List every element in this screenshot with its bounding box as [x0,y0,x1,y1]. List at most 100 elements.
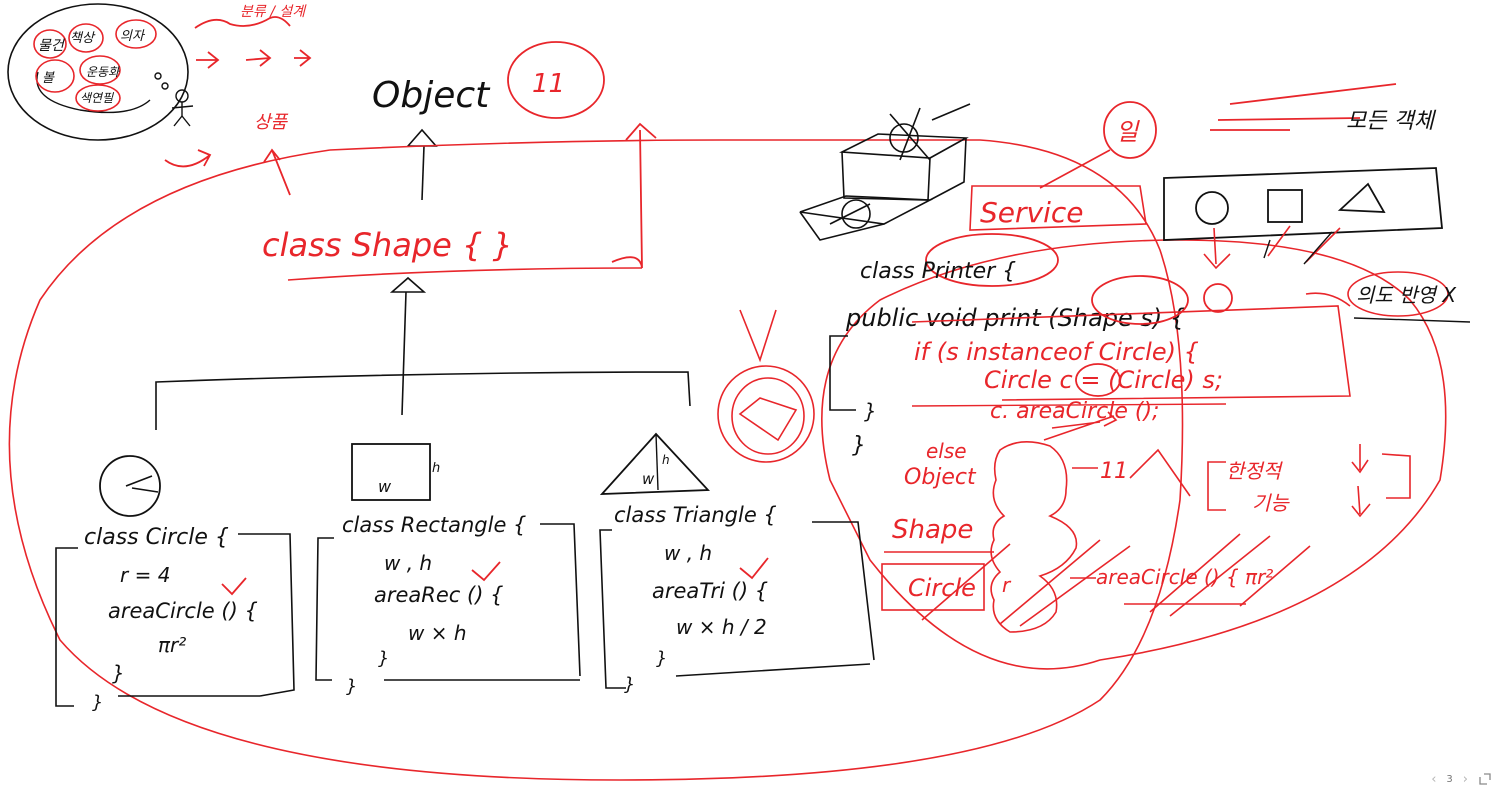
rect-w-label: w [378,477,392,496]
mem-circle-label: Circle [908,574,976,602]
mem-strike-lines [921,533,1311,627]
cast-line-label: Circle c = (Circle) s; [984,366,1223,394]
rect-formula-label: w × h [408,621,467,645]
rect-class-label: class Rectangle { [342,513,526,537]
method-close-label: } [852,433,866,458]
tri-class-label: class Triangle { [614,503,777,527]
memory-stack-shape [990,441,1078,633]
printer-class-label: class Printer { [860,259,1016,284]
printer-loop [821,239,1447,670]
rect-area-label: areaRec () { [374,583,503,607]
rect-check-mark [471,561,501,582]
circle-formula-label: πr² [158,633,186,657]
circle-r-label: r = 4 [120,563,170,587]
shape-up-arrow [611,122,657,269]
all-objects-strike [1210,83,1397,131]
shape-inherit-line [401,291,407,416]
class-instance-note: 분류 / 설계 [240,4,307,20]
rect-close-inner: } [378,648,389,669]
circle-class-bracket [55,533,295,707]
mem-eq-label: 11 [1100,459,1128,484]
rect-h-label: h [432,461,440,476]
if-line-label: if (s instanceof Circle) { [914,338,1199,366]
next-page-button[interactable]: › [1462,771,1468,787]
work-circle-mark [1103,101,1157,159]
circle-mark-4 [35,59,75,93]
tri-formula-label: w × h / 2 [676,615,767,639]
method-bracket [829,335,856,411]
circle-mark-1 [33,29,67,59]
circle-radius-mark [125,475,159,493]
work-pointer [1039,149,1111,189]
inner-bubble [36,71,151,114]
intent-underline [1353,317,1471,323]
outer-bubble [7,3,189,141]
shape-param-mark [1091,275,1189,325]
mem-shape-label: Shape [892,515,973,545]
box-square-icon [1267,189,1303,223]
rect-close-outer: } [346,676,357,697]
object-label: Object [372,75,491,116]
if-close-label: } [864,399,877,423]
printer-circle-mark [925,233,1059,287]
note-limited-label: 한정적 [1226,459,1284,483]
tri-h-label: h [662,453,670,467]
page-number: 3 [1446,773,1453,785]
mem-caret [1129,448,1191,497]
circle-close-outer: } [92,692,103,713]
circle-close-inner: } [112,661,125,685]
shape-inherit-arrow [389,276,427,293]
object-inherit-line [421,145,425,201]
service-label: Service [980,196,1083,229]
print-target-outer [717,365,815,463]
circle-check-mark [221,577,247,596]
circle-mark-6 [75,84,121,112]
corner-arrows [164,16,312,196]
shapes-box [1163,167,1443,241]
box-down-arrows [1203,225,1341,270]
circle-shape-icon [99,455,161,517]
tri-area-label: areaTri () { [652,579,768,603]
circle-area-label: areaCircle () { [108,599,258,623]
corner-label-6: 색연필 [80,91,114,105]
note-arrows [1351,444,1371,518]
call-underline [911,403,1227,407]
corner-label-1: 물건 [38,38,65,54]
mem-area-label: areaCircle () { πr² [1096,565,1273,589]
work-label: 일 [1116,118,1140,146]
object-inherit-arrow [406,128,438,147]
circle-mark-5 [79,55,121,85]
prev-page-button[interactable]: ‹ [1431,771,1437,787]
mem-object-label: Object [904,465,977,490]
mem-r-label: r [1002,573,1012,597]
page-navigator: ‹ 3 › [1431,769,1492,789]
print-target-inner [731,377,805,455]
subclass-branch-line [155,371,691,430]
expand-icon[interactable] [1478,772,1492,786]
tri-shape-icon [599,432,710,495]
rect-class-bracket [315,523,581,681]
if-block-outline [911,305,1351,401]
tri-w-label: w [642,470,655,488]
tri-close-inner: } [656,648,667,669]
corner-sketch: 물건 의자 책상 볼 운동화 색연필 [7,3,194,141]
intent-pointer [1305,292,1351,307]
corner-label-4: 볼 [42,71,55,86]
person-icon [154,72,194,127]
note-func-label: 기능 [1252,491,1290,515]
circle-mark-2 [68,23,104,53]
box-circle-icon [1195,191,1229,225]
object-circle-mark [507,41,605,119]
print-target-arrow [739,309,777,363]
call-arrows [1043,411,1118,441]
tri-height-line [655,433,659,491]
printer-sketch-icon [799,103,971,241]
object-eq-label: 11 [532,69,565,99]
corner-label-5: 운동화 [86,65,120,79]
c-var-mark [1075,363,1121,397]
shape-class-label: class Shape { } [262,226,513,264]
tri-class-bracket [599,521,875,689]
intent-label: 의도 반영 X [1356,283,1457,307]
